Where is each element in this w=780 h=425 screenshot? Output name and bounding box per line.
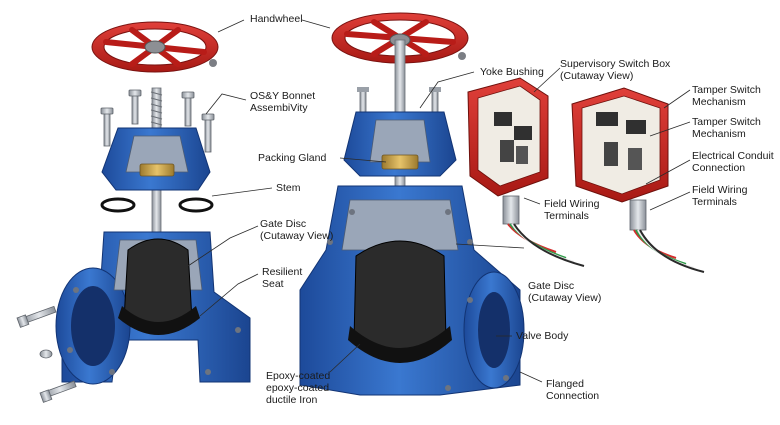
label-field-wiring-right: Field Wiring Terminals — [692, 184, 748, 208]
left-o-rings — [100, 197, 214, 213]
middle-handwheel — [331, 12, 469, 64]
label-valve-body: Valve Body — [516, 330, 569, 342]
left-bonnet — [101, 127, 211, 191]
label-epoxy-coated: Epoxy-coated epoxy-coated ductile Iron — [266, 370, 331, 406]
middle-yoke — [343, 87, 457, 177]
label-tamper-switch-2: Tamper Switch Mechanism — [692, 116, 761, 140]
label-handwheel: Handwheel — [250, 13, 303, 25]
left-valve-body — [55, 231, 251, 385]
tamper-switch-box — [571, 87, 705, 273]
label-flanged-connection: Flanged Connection — [546, 378, 600, 402]
label-osy-bonnet: OS&Y Bonnet AssembiVity — [250, 90, 316, 114]
leader-lines — [187, 19, 691, 383]
middle-valve-body — [299, 185, 525, 396]
supervisory-switch-box — [467, 77, 585, 267]
label-packing-gland: Packing Gland — [258, 152, 327, 164]
label-resilient-seat: Resilient Seat — [262, 266, 303, 290]
left-handwheel — [91, 21, 219, 73]
left-loose-bolts — [16, 305, 77, 403]
label-tamper-switch-1: Tamper Switch Mechanism — [692, 84, 761, 108]
label-yoke-bushing: Yoke Bushing — [480, 66, 544, 78]
label-stem: Stem — [276, 182, 301, 194]
label-field-wiring-left: Field Wiring Terminals — [544, 198, 600, 222]
label-electrical-conduit: Electrical Conduit Connection — [692, 150, 774, 174]
label-supervisory-switch-box: Supervisory Switch Box (Cutaway View) — [560, 58, 671, 82]
label-gate-disc-right: Gate Disc (Cutaway View) — [528, 280, 602, 304]
left-bonnet-bolts — [100, 89, 215, 153]
label-gate-disc-left: Gate Disc (Cutaway View) — [260, 218, 334, 242]
